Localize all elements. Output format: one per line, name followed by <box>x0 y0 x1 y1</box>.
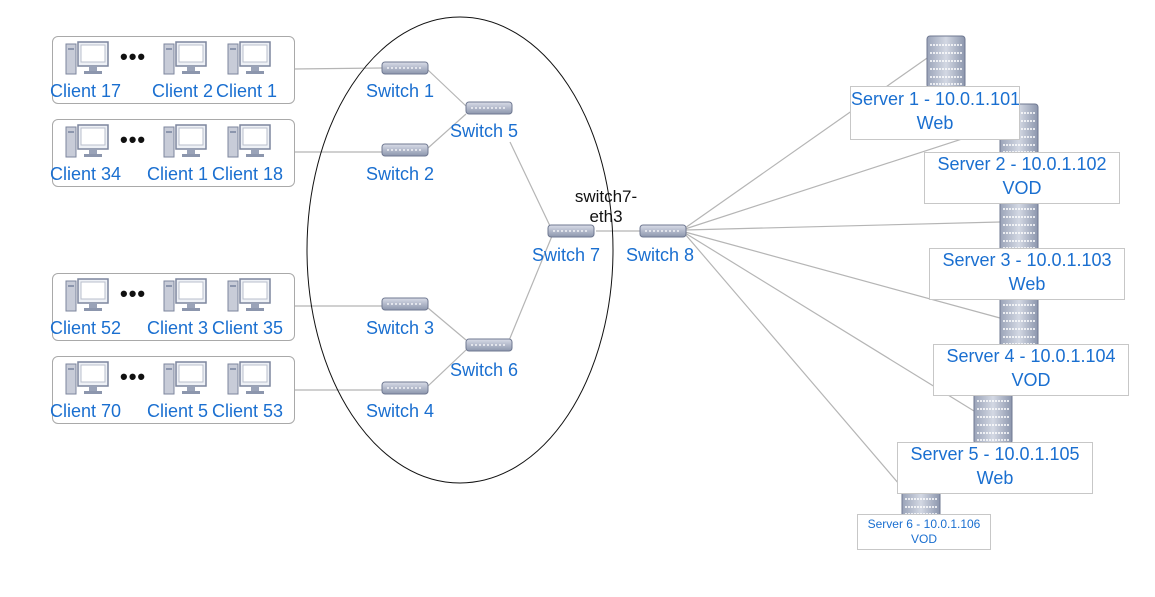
server3-name: Server 3 - 10.0.1.103 <box>942 250 1112 270</box>
switch3-label: Switch 3 <box>366 318 435 338</box>
ellipsis-dots: ••• <box>120 127 147 152</box>
client-label: Client 1 <box>147 164 209 184</box>
server2-label-box: Server 2 - 10.0.1.102 VOD <box>924 152 1120 204</box>
computer-icon[interactable] <box>163 41 207 75</box>
server3-role: Web <box>1008 274 1046 294</box>
computer-icon[interactable] <box>163 361 207 395</box>
switch7-label: Switch 7 <box>532 245 601 265</box>
core-switches-ellipse <box>306 16 614 484</box>
client-icons <box>65 41 271 395</box>
link-switch4-switch6 <box>427 349 467 387</box>
link-switch5-switch7 <box>509 141 551 227</box>
link-label: switch7- eth3 <box>570 187 642 227</box>
computer-icon[interactable] <box>163 124 207 158</box>
switch2-label: Switch 2 <box>366 164 435 184</box>
switch4-icon[interactable] <box>381 381 429 395</box>
server6-role: VOD <box>910 532 937 546</box>
server4-name: Server 4 - 10.0.1.104 <box>946 346 1116 366</box>
ellipsis-dots: ••• <box>120 44 147 69</box>
client-label: Client 52 <box>50 318 122 338</box>
link-switch8-server4 <box>684 231 1001 319</box>
client-label: Client 2 <box>152 81 214 101</box>
computer-icon[interactable] <box>65 361 109 395</box>
link-switch8-server6 <box>684 233 906 492</box>
ellipsis-dots: ••• <box>120 281 147 306</box>
server3-icon[interactable] <box>999 199 1039 253</box>
server4-label-box: Server 4 - 10.0.1.104 VOD <box>933 344 1129 396</box>
link-switch1-switch5 <box>427 69 467 107</box>
server4-icon[interactable] <box>999 295 1039 349</box>
computer-icon[interactable] <box>65 278 109 312</box>
server5-role: Web <box>976 468 1014 488</box>
switch1-label: Switch 1 <box>366 81 435 101</box>
computer-icon[interactable] <box>65 124 109 158</box>
link-switch8-server5 <box>684 232 975 412</box>
client-label: Client 5 <box>147 401 209 421</box>
computer-icon[interactable] <box>227 41 271 75</box>
computer-icon[interactable] <box>163 278 207 312</box>
server6-label-box: Server 6 - 10.0.1.106 VOD <box>857 514 991 550</box>
server1-role: Web <box>916 113 954 133</box>
link-switch8-server1 <box>684 55 931 229</box>
server1-label-box: Server 1 - 10.0.1.101 Web <box>850 86 1020 140</box>
link-switch8-server3 <box>684 221 1001 231</box>
client-label: Client 70 <box>50 401 122 421</box>
computer-icon[interactable] <box>227 361 271 395</box>
links <box>292 55 1003 492</box>
ellipsis-dots: ••• <box>120 364 147 389</box>
client-label: Client 18 <box>212 164 284 184</box>
computer-icon[interactable] <box>227 124 271 158</box>
client-label: Client 34 <box>50 164 122 184</box>
link-switch6-switch7 <box>507 235 553 344</box>
client-label: Client 53 <box>212 401 284 421</box>
switch3-icon[interactable] <box>381 297 429 311</box>
server4-role: VOD <box>1011 370 1051 390</box>
server6-name: Server 6 - 10.0.1.106 <box>867 517 981 531</box>
switch5-icon[interactable] <box>465 101 513 115</box>
switch6-label: Switch 6 <box>450 360 519 380</box>
link-switch3-switch6 <box>427 307 467 341</box>
server5-icon[interactable] <box>973 391 1013 445</box>
link-group1-switch1 <box>292 67 385 70</box>
switch-icons <box>381 61 687 395</box>
computer-icon[interactable] <box>227 278 271 312</box>
switch8-icon[interactable] <box>639 224 687 238</box>
switch5-label: Switch 5 <box>450 121 519 141</box>
switch4-label: Switch 4 <box>366 401 435 421</box>
server5-name: Server 5 - 10.0.1.105 <box>910 444 1080 464</box>
switch2-icon[interactable] <box>381 143 429 157</box>
link-switch8-server2 <box>684 125 1003 230</box>
switch6-icon[interactable] <box>465 338 513 352</box>
link-label-line2: eth3 <box>589 207 623 226</box>
server2-role: VOD <box>1002 178 1042 198</box>
switch1-icon[interactable] <box>381 61 429 75</box>
client-label: Client 3 <box>147 318 209 338</box>
client-label: Client 35 <box>212 318 284 338</box>
server1-name: Server 1 - 10.0.1.101 <box>851 89 1019 109</box>
server2-name: Server 2 - 10.0.1.102 <box>937 154 1107 174</box>
server1-icon[interactable] <box>926 35 966 89</box>
server5-label-box: Server 5 - 10.0.1.105 Web <box>897 442 1093 494</box>
client-label: Client 17 <box>50 81 122 101</box>
switch8-label: Switch 8 <box>626 245 695 265</box>
server3-label-box: Server 3 - 10.0.1.103 Web <box>929 248 1125 300</box>
computer-icon[interactable] <box>65 41 109 75</box>
link-label-line1: switch7- <box>574 187 638 206</box>
link-switch2-switch5 <box>427 113 467 149</box>
client-label: Client 1 <box>216 81 278 101</box>
